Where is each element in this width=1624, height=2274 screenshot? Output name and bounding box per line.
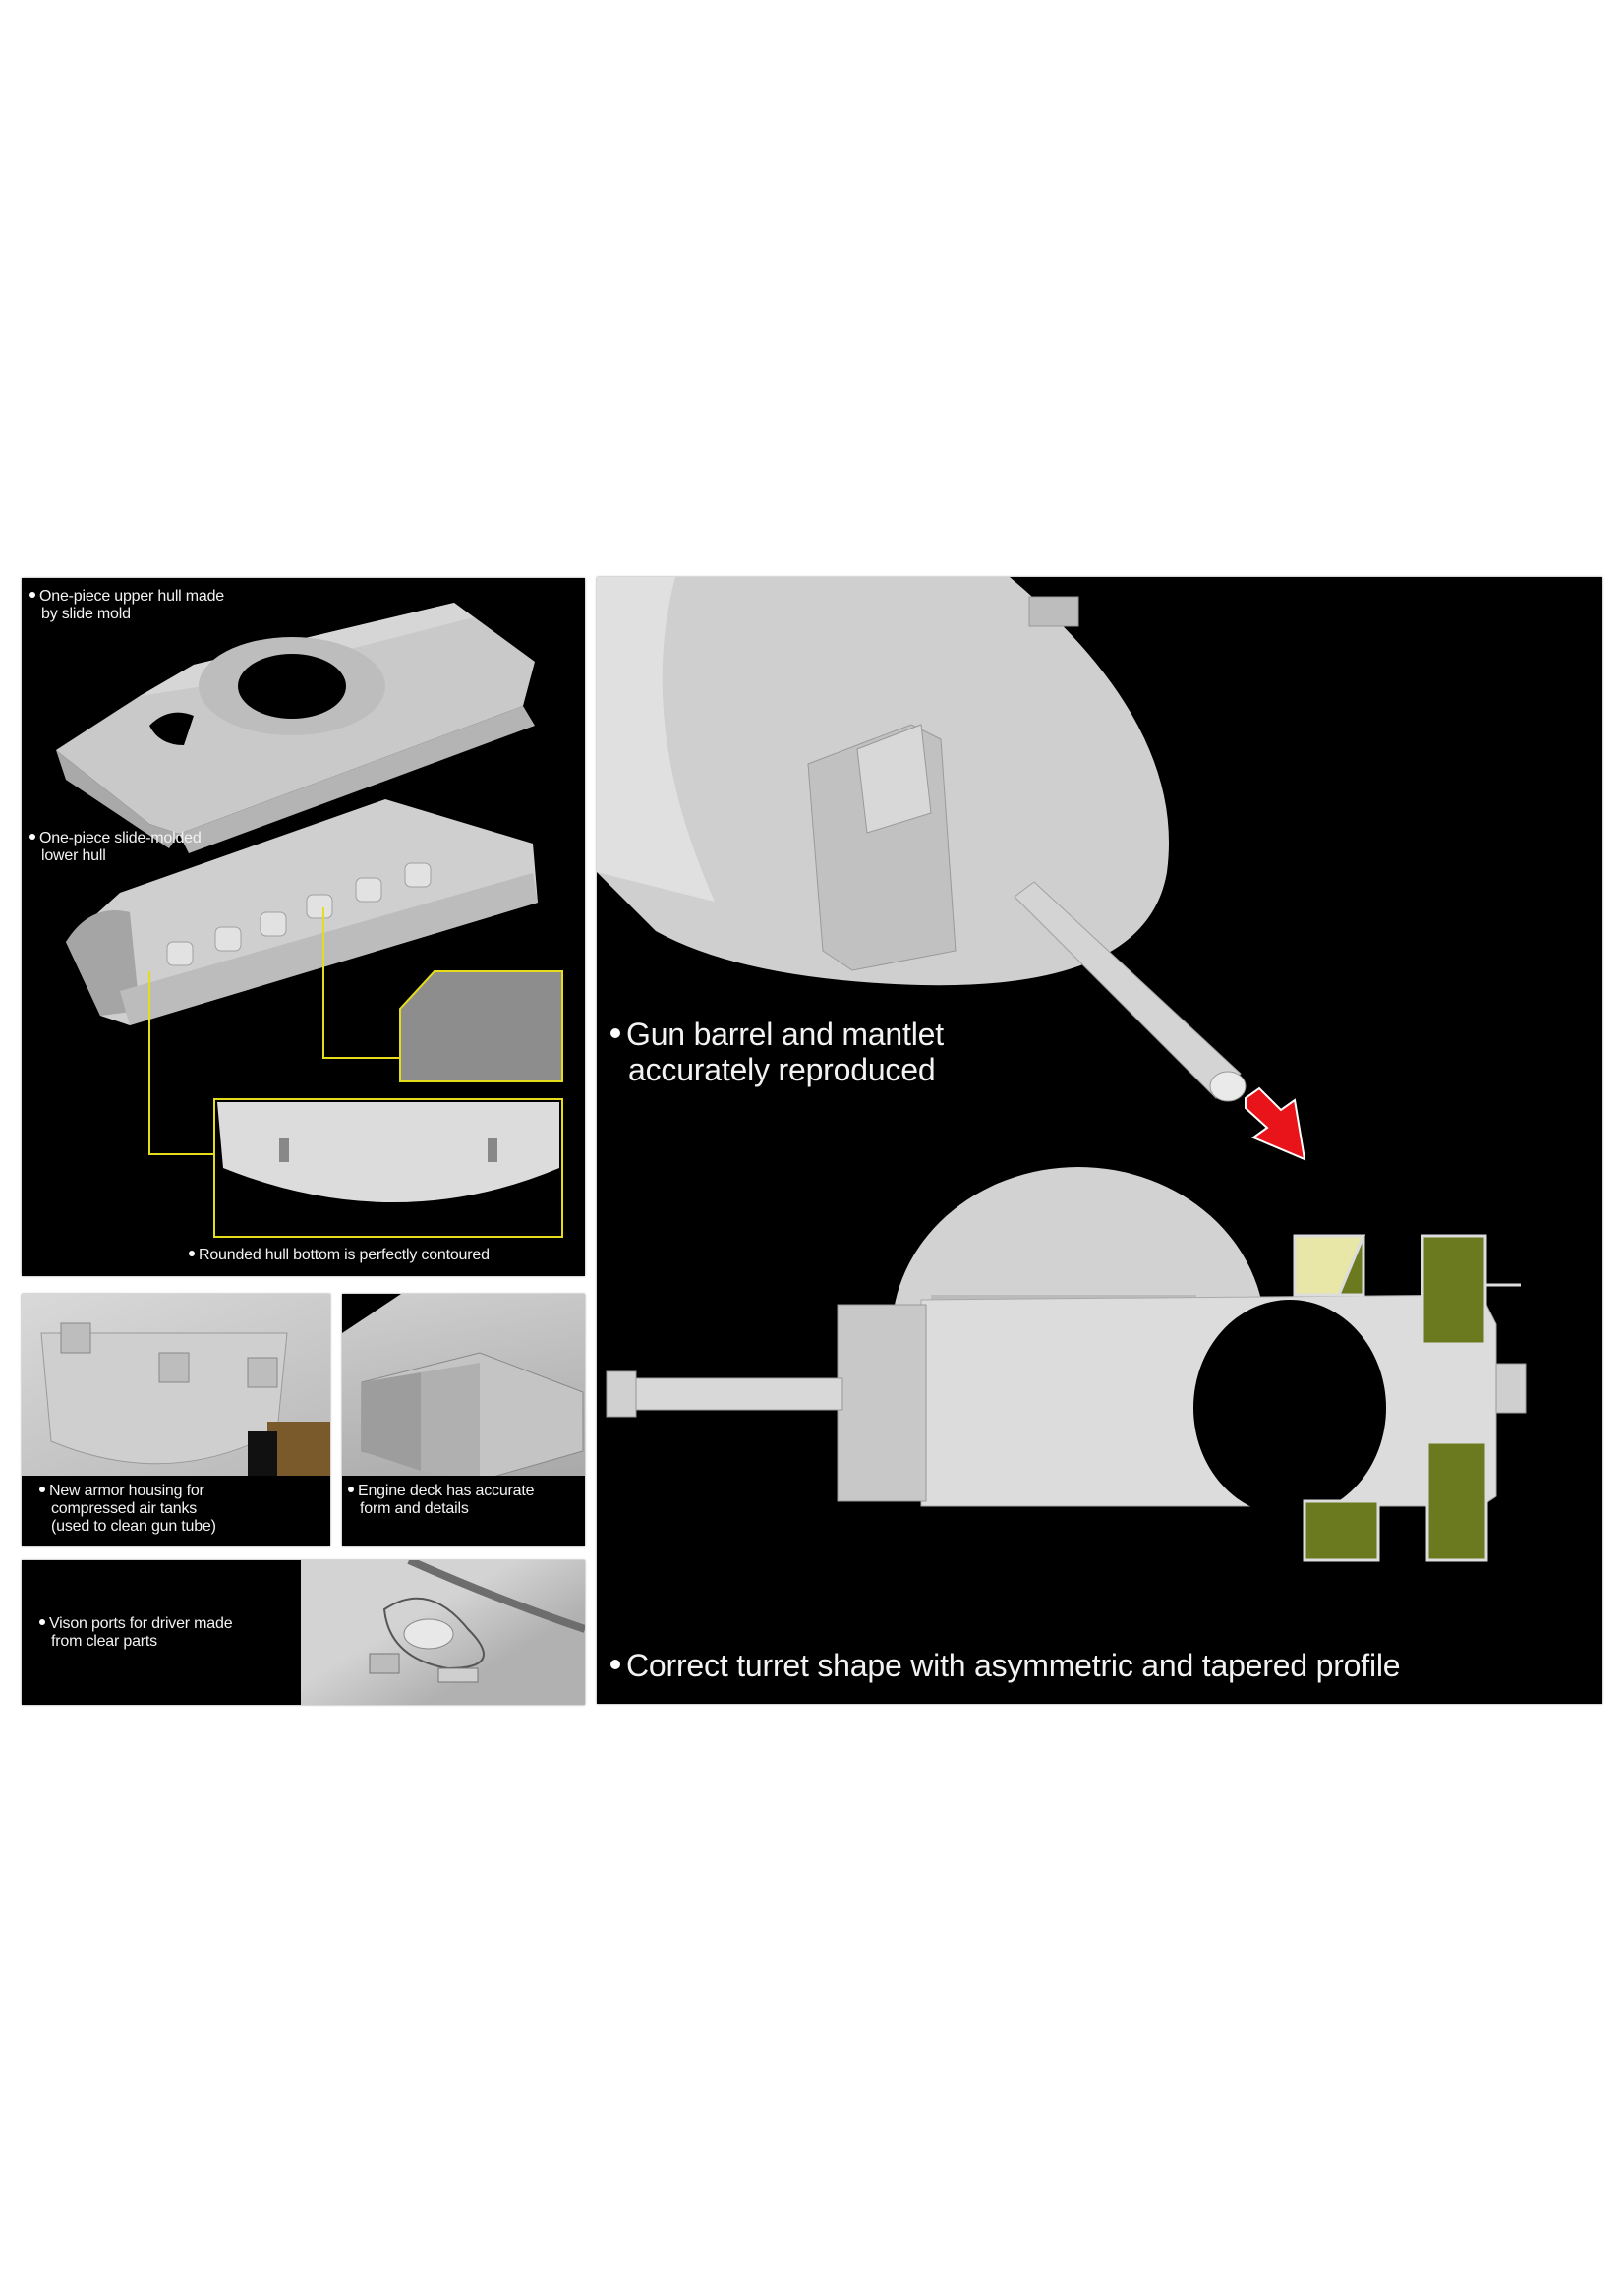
engine-deck-caption: Engine deck has accurate form and detail…	[348, 1483, 535, 1518]
hull-feature-panel: One-piece upper hull made by slide mold …	[22, 578, 585, 1276]
armor-housing-caption: New armor housing for compressed air tan…	[39, 1483, 216, 1536]
turret-shape-caption: Correct turret shape with asymmetric and…	[610, 1648, 1401, 1684]
vision-ports-image	[301, 1560, 585, 1705]
hull-illustration	[56, 603, 563, 1238]
lower-hull-caption: One-piece slide-molded lower hull	[29, 830, 202, 865]
bullet-dot-icon	[189, 1250, 195, 1256]
bullet-dot-icon	[39, 1486, 45, 1492]
upper-hull-caption: One-piece upper hull made by slide mold	[29, 588, 224, 623]
red-arrow-icon	[1245, 1086, 1306, 1161]
engine-deck-panel: Engine deck has accurate form and detail…	[342, 1294, 585, 1546]
vision-ports-caption: Vison ports for driver made from clear p…	[39, 1615, 233, 1651]
armor-housing-panel: New armor housing for compressed air tan…	[22, 1294, 330, 1546]
bullet-dot-icon	[29, 833, 35, 840]
armor-block-bottom	[1303, 1440, 1488, 1562]
bullet-dot-icon	[610, 1027, 620, 1038]
bullet-dot-icon	[610, 1659, 620, 1669]
bullet-dot-icon	[29, 591, 35, 598]
bullet-dot-icon	[39, 1618, 45, 1625]
vision-ports-panel: Vison ports for driver made from clear p…	[22, 1560, 585, 1705]
turret-illustration	[597, 577, 1527, 1562]
gun-barrel-caption: Gun barrel and mantlet accurately reprod…	[610, 1017, 944, 1088]
hull-bottom-caption: Rounded hull bottom is perfectly contour…	[189, 1247, 490, 1264]
bullet-dot-icon	[348, 1486, 354, 1492]
armor-block-top	[1293, 1234, 1487, 1346]
engine-deck-image	[342, 1294, 585, 1476]
armor-housing-image	[22, 1294, 330, 1476]
turret-feature-panel: Gun barrel and mantlet accurately reprod…	[597, 577, 1602, 1704]
